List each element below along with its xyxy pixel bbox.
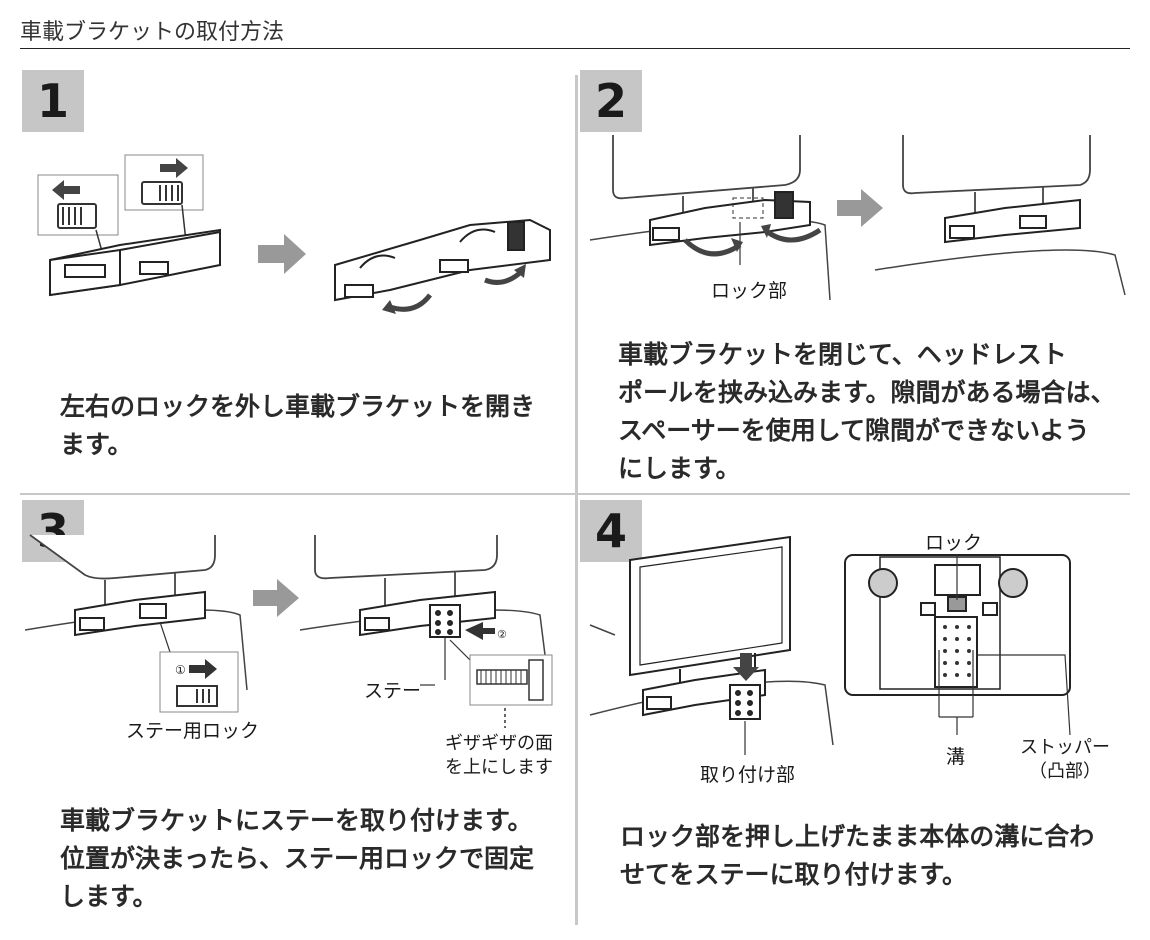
stopper-leader (977, 654, 1071, 736)
step-1-badge: 1 (22, 70, 84, 132)
stopper-label: ストッパー （凸部） (1020, 737, 1110, 782)
step-2-badge: 2 (580, 70, 642, 132)
step-1-arrow (258, 234, 306, 274)
stay-lock-label: ステー用ロック (126, 720, 260, 742)
step-4-badge: 4 (580, 500, 642, 562)
step-1-description: 左右のロックを外し車載ブラケットを開き ます。 (60, 392, 536, 459)
serrated-face-label: ギザギザの面 を上にします (445, 733, 553, 778)
stay-holes (943, 625, 971, 677)
step-4-illustration (589, 535, 1071, 755)
stay-lock-callout: ① (159, 651, 239, 713)
step-1-illustration (37, 154, 551, 314)
groove-label: 溝 (946, 746, 966, 768)
lock-part-highlight (732, 197, 764, 219)
headrest-right (902, 135, 1091, 218)
bracket-step2 (649, 191, 811, 247)
lock-label: ロック (925, 532, 983, 554)
rotate-arrow-left (389, 293, 432, 312)
step-2-arrow (837, 189, 883, 227)
bracket-step4 (642, 668, 766, 717)
stay-insert (429, 604, 461, 638)
stay-step4 (729, 684, 761, 720)
mount-label: 取り付け部 (700, 764, 796, 786)
serration-callout (469, 654, 553, 706)
lock-part-label: ロック部 (711, 280, 788, 302)
step-3-arrow (253, 579, 299, 617)
latch-left-callout (37, 174, 119, 281)
vertical-divider (575, 75, 578, 925)
step-2-description: 車載ブラケットを閉じて、ヘッドレスト ポールを挟み込みます。隙間がある場合は、 … (618, 340, 1116, 483)
latch-right-callout (124, 154, 204, 261)
horizontal-divider (20, 493, 1130, 495)
bracket-closed-step2 (944, 198, 1081, 244)
step-3-illustration: ① ② (25, 534, 553, 728)
bracket-step3-right (359, 590, 496, 637)
step-4-description: ロック部を押し上げたまま本体の溝に合わ せてをステーに取り付けます。 (620, 822, 1095, 889)
bracket-open (334, 218, 551, 302)
bracket-step3-left (74, 590, 206, 637)
svg-text:①: ① (175, 663, 186, 677)
svg-text:②: ② (497, 628, 507, 641)
step-4-down-arrow (733, 653, 759, 681)
monitor-front (629, 535, 791, 690)
headrest-step3-left (29, 534, 216, 610)
step-2-illustration (589, 135, 1126, 300)
page-title: 車載ブラケットの取付方法 (20, 20, 285, 45)
stay-label: ステー (364, 680, 422, 702)
title-rule (20, 48, 1130, 49)
step-3-description: 車載ブラケットにステーを取り付けます。 位置が決まったら、ステー用ロックで固定 … (60, 806, 535, 911)
bracket-closed (49, 228, 221, 297)
